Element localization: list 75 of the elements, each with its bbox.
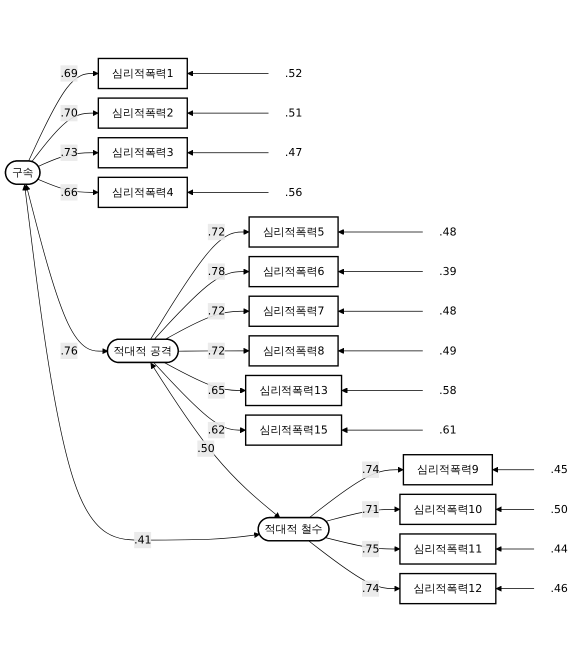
arrow	[496, 546, 534, 552]
arrow	[338, 229, 424, 236]
arrow	[326, 506, 400, 522]
edge-label: .71	[362, 502, 380, 516]
arrow	[22, 184, 260, 541]
node-box: 심리적폭력11	[399, 534, 496, 566]
node-text: .51	[284, 106, 302, 120]
arrow	[164, 362, 246, 394]
arrow	[24, 184, 108, 355]
arrow	[308, 541, 400, 592]
node-text: .50	[550, 502, 568, 516]
edge-label: .75	[362, 542, 380, 556]
node-box: 심리적폭력1	[98, 58, 188, 90]
edge-label: .41	[134, 534, 152, 547]
edge-label: .76	[60, 344, 78, 358]
node-text: .47	[284, 146, 302, 160]
node-text: .61	[439, 424, 457, 437]
edge-label: .70	[60, 106, 78, 120]
edge-label: .72	[208, 304, 226, 318]
node-box: 심리적폭력6	[248, 256, 339, 288]
arrow	[496, 506, 534, 513]
arrow	[164, 308, 250, 340]
node-text: .48	[439, 226, 457, 239]
arrow	[338, 308, 424, 315]
edge-label: .74	[362, 582, 380, 596]
node-box: 심리적폭력8	[248, 336, 339, 368]
arrow	[178, 348, 250, 354]
node-box: 심리적폭력13	[244, 375, 342, 407]
arrow	[154, 362, 246, 434]
arrow	[28, 70, 99, 162]
node-box: 심리적폭력3	[98, 137, 188, 169]
node-text: .39	[439, 265, 457, 278]
edge-label: .66	[60, 186, 78, 199]
arrow	[338, 348, 424, 354]
arrow	[496, 586, 534, 592]
arrow	[150, 363, 280, 519]
node-text: .52	[284, 67, 302, 80]
arrow	[31, 110, 99, 162]
arrow	[342, 388, 424, 394]
node-box: 심리적폭력4	[98, 177, 188, 209]
arrow	[150, 229, 250, 340]
node-box: 심리적폭력10	[399, 494, 496, 526]
arrow	[187, 190, 269, 196]
node-text: .44	[550, 542, 568, 556]
edge-label: .78	[208, 265, 226, 278]
arrow	[187, 150, 269, 156]
arrow	[338, 269, 424, 276]
edge-label: .65	[208, 384, 226, 398]
node-text: .48	[439, 304, 457, 318]
arrow	[492, 467, 534, 474]
edge-label: .50	[197, 442, 215, 456]
node-box: 심리적폭력5	[248, 216, 339, 248]
arrow	[342, 428, 424, 434]
arrow	[187, 70, 269, 77]
node-text: .46	[550, 582, 568, 596]
node-box: 심리적폭력15	[244, 414, 342, 446]
node-text: .49	[439, 344, 457, 358]
arrow	[38, 150, 99, 168]
node-text: .58	[439, 384, 457, 398]
node-text: .56	[284, 186, 302, 199]
arrow	[187, 110, 269, 117]
edge-label: .62	[208, 424, 226, 437]
edge-label: .69	[60, 67, 78, 80]
arrow	[308, 467, 404, 519]
node-box: 심리적폭력12	[399, 573, 496, 605]
edge-label: .72	[208, 226, 226, 239]
node-text: .45	[550, 463, 568, 476]
arrow	[154, 269, 250, 340]
node-box: 심리적폭력2	[98, 98, 188, 130]
edge-label: .73	[60, 146, 78, 160]
node-box: 심리적폭력7	[248, 296, 339, 328]
node-box: 심리적폭력9	[402, 454, 494, 486]
edge-label: .74	[362, 463, 380, 476]
edge-label: .72	[208, 344, 226, 358]
arrow	[326, 538, 400, 552]
